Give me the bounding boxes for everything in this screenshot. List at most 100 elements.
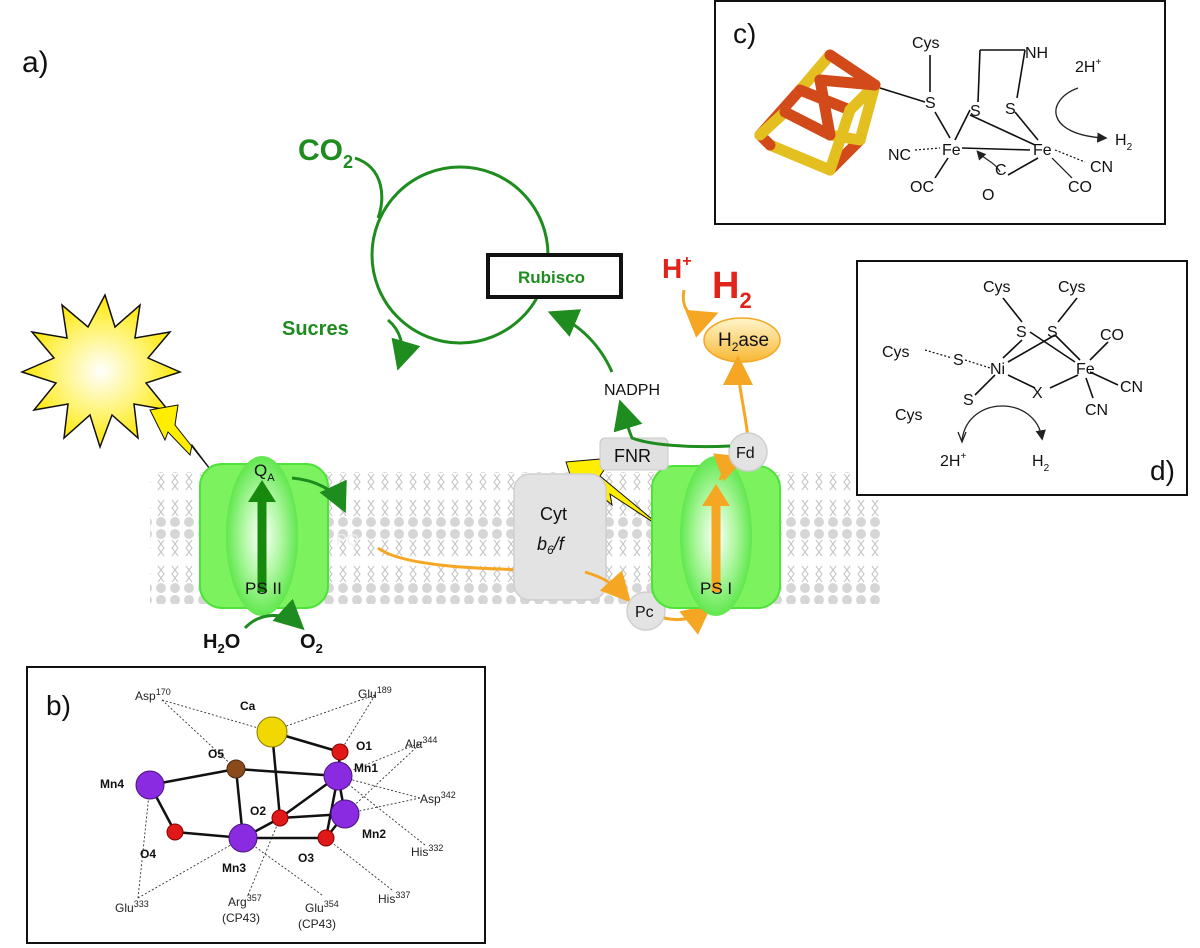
fd-to-nadph-arrow bbox=[613, 399, 731, 449]
c-bridge-c-label: C bbox=[995, 162, 1007, 179]
h2ase-reaction-arrow bbox=[681, 289, 719, 338]
label-cp43-glu: (CP43) bbox=[298, 917, 336, 931]
c-2h-label: 2H+ bbox=[1075, 57, 1101, 76]
d-s4-label: S bbox=[963, 392, 974, 409]
panel-b-label: b) bbox=[46, 690, 71, 721]
nife-bonds bbox=[974, 297, 1119, 399]
h2ase-label: H2ase bbox=[718, 330, 769, 354]
d-cn2-label: CN bbox=[1085, 402, 1108, 419]
label-cp43-arg: (CP43) bbox=[222, 911, 260, 925]
d-s1-label: S bbox=[1016, 324, 1027, 341]
label-mn4: Mn4 bbox=[100, 777, 124, 791]
c-fe2-label: Fe bbox=[1033, 142, 1052, 159]
d-2h-label: 2H+ bbox=[940, 451, 966, 470]
sun-icon bbox=[19, 293, 183, 450]
rubisco-box bbox=[486, 253, 623, 299]
c-s1-label: S bbox=[925, 95, 936, 112]
d-cys4-label: Cys bbox=[895, 407, 923, 424]
label-mn2: Mn2 bbox=[362, 827, 386, 841]
c-h2-label: H2 bbox=[1115, 132, 1133, 153]
label-o1: O1 bbox=[356, 739, 372, 753]
c-cys-label: Cys bbox=[912, 35, 940, 52]
d-ni-label: Ni bbox=[990, 361, 1005, 378]
c-s3-label: S bbox=[1005, 101, 1016, 118]
c-nh-label: NH bbox=[1025, 45, 1048, 62]
d-cn1-label: CN bbox=[1120, 379, 1143, 396]
nife-hashed-bonds bbox=[924, 349, 991, 369]
label-his337: His337 bbox=[378, 890, 410, 906]
label-o2: O2 bbox=[250, 804, 266, 818]
c-fe1-label: Fe bbox=[942, 142, 961, 159]
h2o-label: H2O bbox=[203, 631, 240, 656]
cyt-b6f-label: b6/f bbox=[537, 534, 566, 557]
sucres-label: Sucres bbox=[282, 318, 349, 340]
label-his332: His332 bbox=[411, 843, 443, 859]
o2-label: O2 bbox=[300, 631, 323, 656]
coordination-lines bbox=[137, 694, 426, 899]
c-co-label: CO bbox=[1068, 179, 1092, 196]
label-mn3: Mn3 bbox=[222, 861, 246, 875]
qa-label: QA bbox=[254, 461, 275, 484]
d-co-label: CO bbox=[1100, 327, 1124, 344]
label-mn1: Mn1 bbox=[354, 761, 378, 775]
panel-b-frame bbox=[26, 666, 486, 944]
sucres-exit-arrow bbox=[386, 318, 421, 371]
atom-mn2 bbox=[330, 799, 360, 829]
label-ca: Ca bbox=[240, 699, 256, 713]
fe4s4-cluster bbox=[754, 49, 881, 176]
panel-d-label: d) bbox=[1150, 455, 1175, 486]
d-cys2-label: Cys bbox=[1058, 279, 1086, 296]
atom-mn3 bbox=[228, 823, 258, 853]
fefe-bonds bbox=[879, 49, 1039, 179]
c-oc-label: OC bbox=[910, 179, 934, 196]
d-cys3-label: Cys bbox=[882, 344, 910, 361]
d-s3-label: S bbox=[953, 352, 964, 369]
fd-label: Fd bbox=[736, 445, 755, 462]
c-cn-label: CN bbox=[1090, 159, 1113, 176]
fd-carrier bbox=[728, 432, 768, 472]
c-s2-label: S bbox=[970, 103, 981, 120]
pc-carrier bbox=[626, 591, 666, 631]
label-o4: O4 bbox=[140, 847, 156, 861]
nife-reaction-arrowhead-left bbox=[957, 431, 967, 444]
d-h2-label: H2 bbox=[1032, 453, 1050, 474]
atom-o4 bbox=[166, 823, 184, 841]
rubisco-label: Rubisco bbox=[518, 268, 585, 287]
label-o5: O5 bbox=[208, 747, 224, 761]
label-arg357: Arg357 bbox=[228, 893, 262, 909]
psi-label: PS I bbox=[700, 579, 732, 598]
label-ala344: Ala344 bbox=[405, 735, 437, 751]
co2-label: CO2 bbox=[298, 134, 353, 172]
c-bridge-o-label: O bbox=[982, 187, 994, 204]
fefe-bridge-arrow bbox=[976, 150, 1001, 173]
panel-c-label: c) bbox=[733, 18, 756, 49]
psii-arrowhead bbox=[248, 480, 276, 502]
label-glu333: Glu333 bbox=[115, 899, 149, 915]
d-x-label: X bbox=[1032, 385, 1043, 402]
label-glu189: Glu189 bbox=[358, 685, 392, 701]
d-fe-label: Fe bbox=[1076, 361, 1095, 378]
atom-ca bbox=[256, 716, 288, 748]
atom-o5 bbox=[226, 759, 246, 779]
panel-a-label: a) bbox=[22, 46, 49, 79]
h-plus-label: H+ bbox=[662, 253, 692, 284]
fnr-label: FNR bbox=[614, 446, 651, 466]
atom-o3 bbox=[317, 829, 335, 847]
atom-o2 bbox=[271, 809, 289, 827]
water-splitting-arrow bbox=[243, 598, 305, 631]
atom-mn4 bbox=[135, 770, 165, 800]
c-nc-label: NC bbox=[888, 147, 911, 164]
nadph-label: NADPH bbox=[604, 382, 660, 399]
cyt-label: Cyt bbox=[540, 504, 567, 524]
cyt-to-pc-arrow bbox=[584, 570, 632, 603]
nadph-to-rubisco-arrow bbox=[547, 309, 614, 373]
d-s2-label: S bbox=[1047, 324, 1058, 341]
fd-to-h2ase-arrow bbox=[723, 355, 754, 439]
atom-mn1 bbox=[323, 761, 353, 791]
label-glu354: Glu354 bbox=[305, 899, 339, 915]
pc-to-psi-arrow bbox=[663, 604, 713, 635]
label-asp170: Asp170 bbox=[135, 687, 171, 703]
pq-label: PQ bbox=[336, 532, 359, 549]
fefe-hashed-bonds bbox=[914, 147, 1086, 179]
